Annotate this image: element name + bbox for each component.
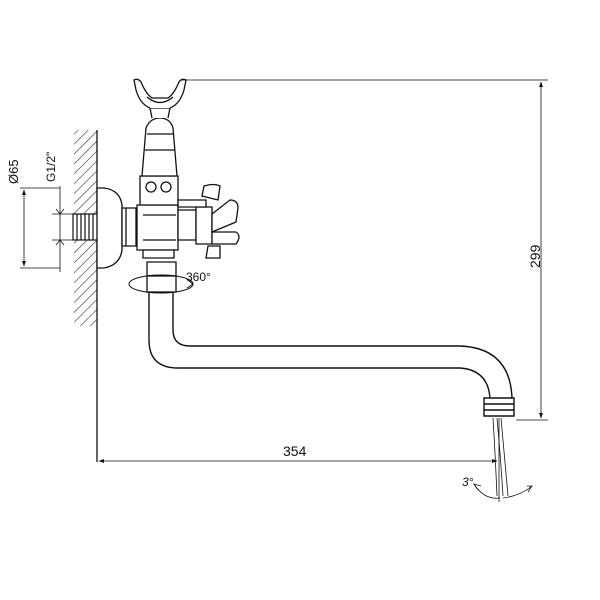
angle-label: 3° xyxy=(462,475,474,489)
swivel-joint xyxy=(128,261,194,294)
dimension-angle: 3° xyxy=(462,475,533,499)
flange-diameter-label: Ø65 xyxy=(6,159,21,184)
rotation-label: 360° xyxy=(186,270,211,284)
dimension-flange-diameter: Ø65 xyxy=(6,159,60,269)
spout xyxy=(148,292,515,417)
wall xyxy=(74,130,98,462)
water-stream xyxy=(492,417,509,497)
valve-body xyxy=(136,175,179,259)
dimension-thread-size: G1/2" xyxy=(44,152,74,272)
cross-handle[interactable] xyxy=(177,183,240,259)
threaded-nipple xyxy=(72,213,101,241)
dimension-length: 354 xyxy=(98,418,500,502)
thread-size-label: G1/2" xyxy=(44,152,58,182)
dimension-height: 299 xyxy=(180,79,548,421)
wall-flange xyxy=(96,187,137,269)
height-label: 299 xyxy=(527,244,543,268)
length-label: 354 xyxy=(283,443,307,459)
shower-holder xyxy=(133,78,187,177)
